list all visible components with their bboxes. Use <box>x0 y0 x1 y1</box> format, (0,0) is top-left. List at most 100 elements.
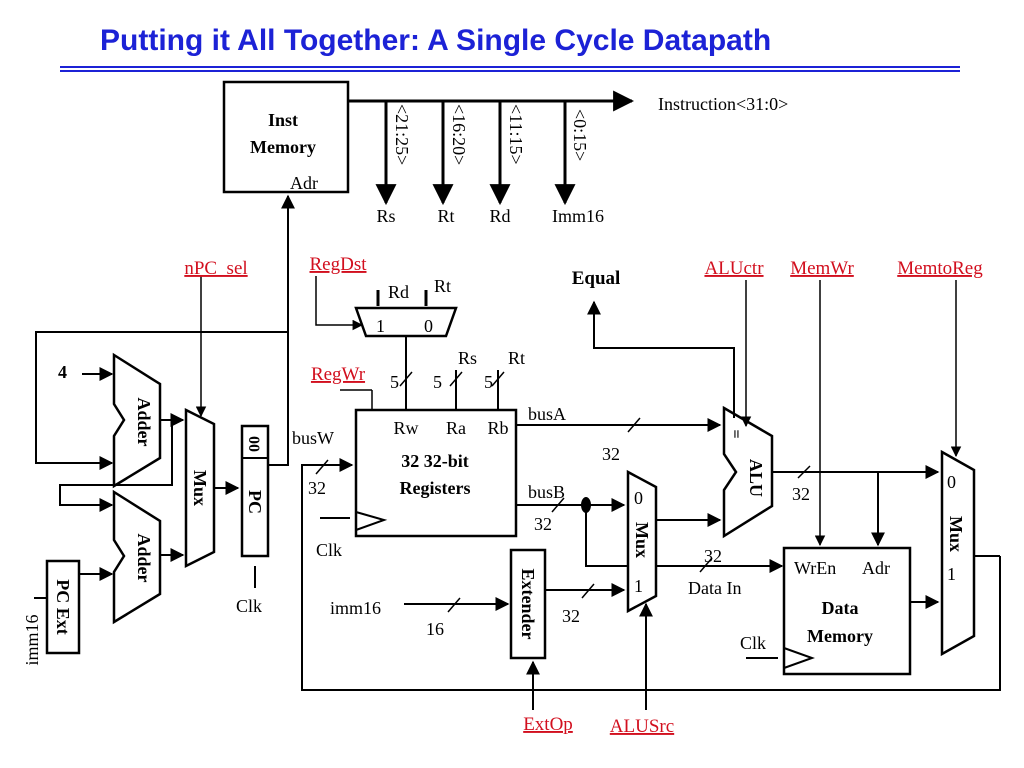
alusrc-in-1: 1 <box>634 576 643 596</box>
alu-label: ALU <box>746 459 766 497</box>
field-rs-name: Rs <box>376 206 395 226</box>
dmem-title-2: Memory <box>807 626 873 646</box>
w5b-slash <box>449 371 463 387</box>
busb-slash <box>551 497 565 513</box>
pc-label: PC <box>245 490 265 514</box>
adder-bottom-label: Adder <box>134 534 154 583</box>
busb-to-datain-wire <box>585 505 784 573</box>
equal-wire <box>587 300 735 418</box>
alu-out-width: 32 <box>792 484 810 504</box>
alusrc-signal: ALUSrc <box>610 716 674 737</box>
regfile-ra: Ra <box>446 418 466 438</box>
inst-memory-title-2: Memory <box>250 137 316 157</box>
width-5-ra: 5 <box>433 372 442 392</box>
inst-memory-block <box>222 80 350 194</box>
busa-width: 32 <box>602 444 620 464</box>
datain-label: Data In <box>688 578 741 598</box>
ext-slash <box>581 583 595 599</box>
memwr-signal: MemWr <box>790 258 854 279</box>
busw-label: busW <box>292 428 334 448</box>
pc-clk: Clk <box>236 596 262 616</box>
regfile-title-1: 32 32-bit <box>401 451 469 471</box>
extender-box <box>509 548 547 660</box>
busb-width: 32 <box>534 514 552 534</box>
extop-signal: ExtOp <box>523 714 573 735</box>
regdst-sel-1: 1 <box>376 316 385 336</box>
imm16-label: imm16 <box>330 598 381 618</box>
pc-ext-imm16: imm16 <box>22 614 42 665</box>
pc-mux <box>184 407 216 569</box>
busa-label: busA <box>528 404 566 424</box>
dmem-clk-triangle <box>783 647 815 669</box>
memtoreg-signal: MemtoReg <box>897 258 983 279</box>
pc-to-adr-wire <box>268 194 295 466</box>
regfile-clk-triangle <box>355 511 388 531</box>
regfile-rw: Rw <box>393 418 418 438</box>
title-rule-second <box>60 70 960 72</box>
instruction-bus-label: Instruction<31:0> <box>658 94 788 114</box>
ext-width: 32 <box>562 606 580 626</box>
regdst-sel-0: 0 <box>424 316 433 336</box>
datain-width: 32 <box>704 546 722 566</box>
field-imm16-name: Imm16 <box>552 206 604 226</box>
w5a-slash <box>399 371 413 387</box>
pc-low-bits: 00 <box>245 436 262 452</box>
constant-four: 4 <box>58 362 67 382</box>
field-rd-range: <11:15> <box>506 104 526 165</box>
data-memory-block <box>782 546 912 676</box>
imm16-slash <box>447 597 461 613</box>
field-rd-name: Rd <box>489 206 510 226</box>
alusrc-mux-label: Mux <box>632 522 652 558</box>
register-file <box>354 408 518 538</box>
field-rt-name: Rt <box>437 206 454 226</box>
regdst-mux <box>354 306 458 338</box>
adder-top-label: Adder <box>134 398 154 447</box>
regdst-ctl-wire <box>315 276 364 331</box>
dmem-title-1: Data <box>822 598 859 618</box>
busw-slash <box>315 459 329 475</box>
dmem-wren: WrEn <box>794 558 836 578</box>
regwr-signal: RegWr <box>311 364 366 385</box>
dmem-clk: Clk <box>740 633 766 653</box>
busa-slash <box>627 417 641 433</box>
busw-wire <box>301 458 1001 691</box>
regfile-rb: Rb <box>487 418 508 438</box>
alu-result-slash <box>797 465 811 479</box>
alu <box>722 405 774 539</box>
pc-ext-box <box>45 559 81 655</box>
imm16-width: 16 <box>426 619 444 639</box>
pc-mux-label: Mux <box>190 470 210 506</box>
inst-memory-title-1: Inst <box>268 110 298 130</box>
memtoreg-mux-label: Mux <box>946 516 966 552</box>
pc-ext-label: PC Ext <box>53 579 73 635</box>
width-5-rw: 5 <box>390 372 399 392</box>
field-rs-range: <21:25> <box>392 104 412 165</box>
w5c-slash <box>491 371 505 387</box>
memtoreg-mux <box>940 449 976 657</box>
memtoreg-in-1: 1 <box>947 564 956 584</box>
pc-feedback-wire <box>35 331 288 470</box>
aluctr-signal: ALUctr <box>704 258 764 279</box>
regdst-in-rt: Rt <box>434 276 451 296</box>
datain-slash <box>699 557 713 573</box>
adder-bottom <box>112 489 162 625</box>
dmem-adr: Adr <box>862 558 890 578</box>
regdst-in-rd: Rd <box>388 282 409 302</box>
npc-sel-signal: nPC_sel <box>184 258 247 279</box>
memtoreg-in-0: 0 <box>947 472 956 492</box>
regfile-clk: Clk <box>316 540 342 560</box>
regdst-signal: RegDst <box>310 254 368 275</box>
width-5-rb: 5 <box>484 372 493 392</box>
field-rt-range: <16:20> <box>449 104 469 165</box>
reg-input-rt: Rt <box>508 348 525 368</box>
alusrc-mux <box>626 469 658 614</box>
busw-width: 32 <box>308 478 326 498</box>
alu-eq-label: = <box>727 429 744 438</box>
adder-top <box>112 352 162 489</box>
title-rule <box>60 66 960 68</box>
slide-title: Putting it All Together: A Single Cycle … <box>100 24 772 57</box>
field-imm16-range: <0:15> <box>570 109 590 161</box>
pc-register <box>240 424 270 558</box>
reg-input-rs: Rs <box>458 348 477 368</box>
